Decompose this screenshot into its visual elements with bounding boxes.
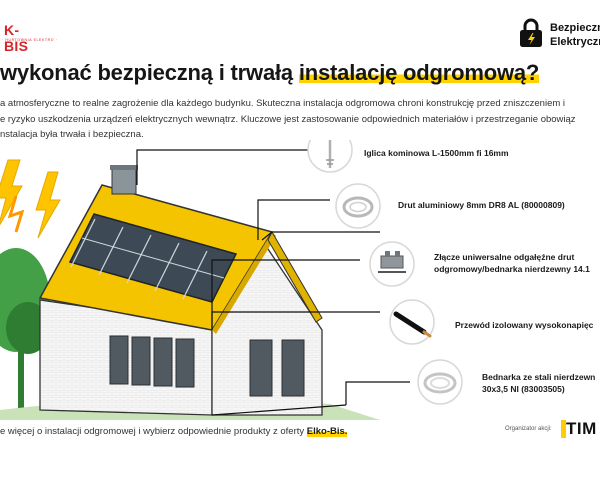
organizer-label: Organizator akcji: (505, 426, 552, 432)
title-text: wykonać bezpieczną i trwałą (0, 60, 299, 85)
product-icons (307, 140, 463, 405)
product-label-clamp[interactable]: Złącze uniwersalne odgałęźne drut (434, 252, 575, 262)
lightning-icon (0, 159, 61, 239)
wire-coil-icon (335, 183, 381, 229)
page-title: wykonać bezpieczną i trwałą instalację o… (0, 60, 539, 86)
padlock-icon (520, 18, 542, 47)
chimney (111, 167, 137, 195)
product-label-steel-strip-line-2[interactable]: 30x3,5 NI (83003505) (482, 384, 565, 394)
product-label-wire[interactable]: Drut aluminiowy 8mm DR8 AL (80000809) (398, 200, 565, 210)
intro-paragraph: a atmosferyczne to realne zagrożenie dla… (0, 96, 600, 143)
intro-line: nstalacja była trwała i bezpieczna. (0, 129, 144, 140)
product-label-clamp-line-2[interactable]: odgromowy/bednarka nierdzewny 14.1 (434, 264, 590, 274)
lightning-protection-wires (136, 149, 410, 416)
elko-bis-logo[interactable]: K-BIS · HURTOWNIA ELEKTRO · (0, 18, 57, 54)
footer-text: e więcej o instalacji odgromowej i wybie… (0, 426, 348, 437)
product-label-cable[interactable]: Przewód izolowany wysokonapięc (455, 320, 594, 330)
tim-logo-accent (561, 420, 566, 438)
campaign-title-line-1: Bezpieczni (550, 22, 600, 34)
campaign-title-line-2: Elektryczni (550, 36, 600, 48)
tim-logo[interactable]: TIM (566, 419, 597, 438)
logo-subtext: · HURTOWNIA ELEKTRO · (2, 38, 58, 42)
intro-line: a atmosferyczne to realne zagrożenie dla… (0, 98, 566, 109)
house-illustration (0, 140, 463, 420)
product-label-rod[interactable]: Iglica kominowa L-1500mm fi 16mm (364, 148, 509, 158)
solar-panels (68, 213, 238, 303)
intro-line: e ryzyko uszkodzenia urządzeń elektryczn… (0, 113, 576, 125)
footer-brand-link[interactable]: Elko-Bis. (306, 426, 348, 437)
logo-text: K-BIS (4, 22, 29, 54)
product-label-steel-strip[interactable]: Bednarka ze stali nierdzewn (482, 372, 596, 382)
footer-line: e więcej o instalacji odgromowej i wybie… (0, 426, 307, 437)
tree-icon (0, 248, 50, 410)
title-highlight: instalację odgromową? (298, 60, 540, 85)
steel-strip-coil-icon (417, 359, 463, 405)
